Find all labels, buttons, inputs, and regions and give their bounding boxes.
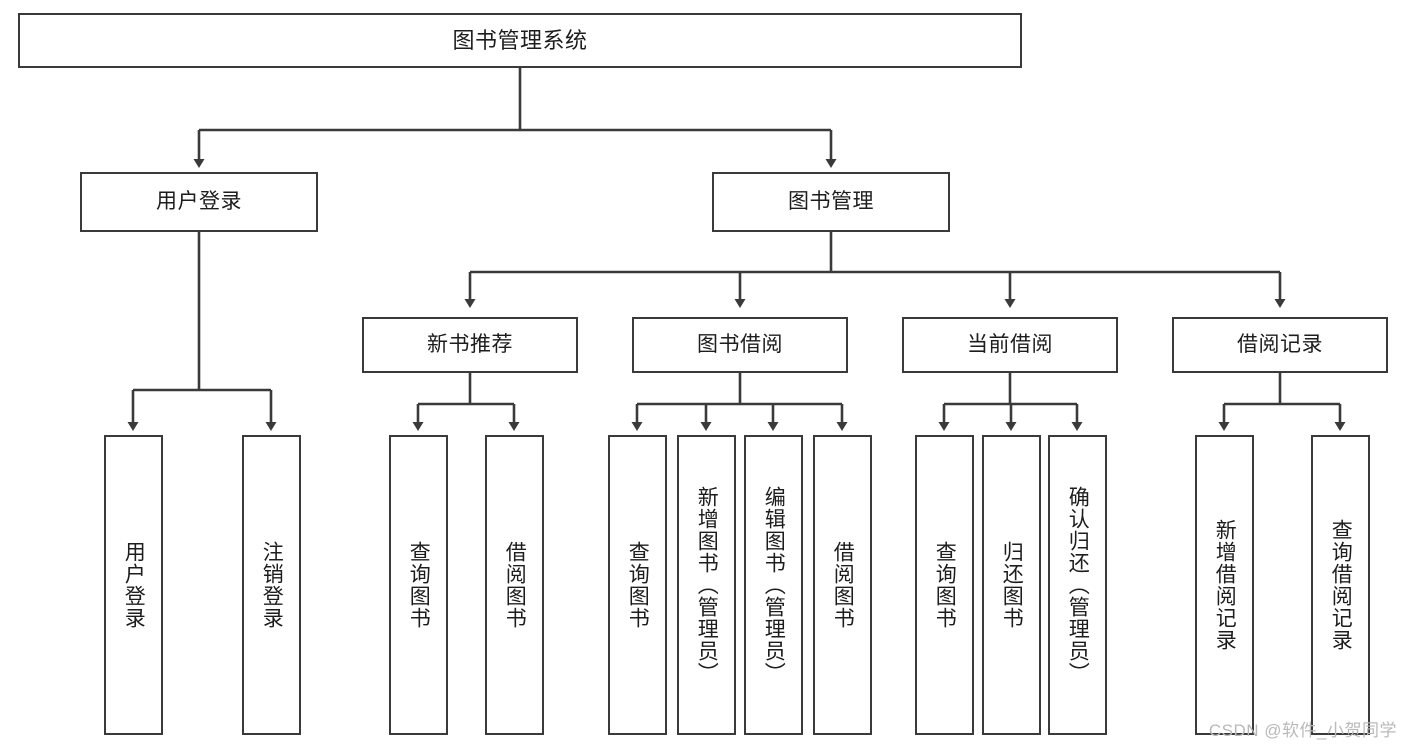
node-user-login[interactable]: 用户登录 (80, 172, 318, 232)
leaf-borrow-record-query[interactable]: 查询借阅记录 (1311, 435, 1370, 735)
leaf-current-borrow-query[interactable]: 查询图书 (915, 435, 974, 735)
node-label: 图书管理系统 (452, 27, 588, 53)
leaf-user-login-login[interactable]: 用户登录 (104, 435, 163, 735)
leaf-current-borrow-return[interactable]: 归还图书 (982, 435, 1041, 735)
node-label: 查询图书 (933, 541, 957, 629)
leaf-book-borrow-query[interactable]: 查询图书 (608, 435, 667, 735)
node-label: 查询图书 (407, 541, 431, 629)
node-label: 用户登录 (156, 189, 242, 213)
node-root-system[interactable]: 图书管理系统 (18, 13, 1022, 68)
node-label: 归还图书 (1000, 541, 1024, 629)
leaf-borrow-record-add[interactable]: 新增借阅记录 (1195, 435, 1254, 735)
node-label: 新增图书（管理员） (695, 486, 719, 684)
node-label: 借阅图书 (503, 541, 527, 629)
node-new-book-recommend[interactable]: 新书推荐 (362, 317, 578, 373)
node-label: 查询借阅记录 (1329, 519, 1353, 651)
node-label: 借阅记录 (1237, 332, 1323, 356)
leaf-new-book-borrow[interactable]: 借阅图书 (485, 435, 544, 735)
node-borrow-record[interactable]: 借阅记录 (1172, 317, 1388, 373)
node-label: 注销登录 (260, 541, 284, 629)
node-label: 图书管理 (788, 189, 874, 213)
node-label: 新增借阅记录 (1213, 519, 1237, 651)
node-label: 借阅图书 (831, 541, 855, 629)
watermark: CSDN @软件_小贺同学 (1208, 721, 1397, 740)
leaf-book-borrow-lend[interactable]: 借阅图书 (813, 435, 872, 735)
node-book-management[interactable]: 图书管理 (712, 172, 950, 232)
leaf-new-book-query[interactable]: 查询图书 (389, 435, 448, 735)
node-current-borrow[interactable]: 当前借阅 (902, 317, 1118, 373)
node-label: 查询图书 (626, 541, 650, 629)
node-label: 编辑图书（管理员） (762, 486, 786, 684)
node-label: 图书借阅 (697, 332, 783, 356)
node-label: 当前借阅 (967, 332, 1053, 356)
leaf-book-borrow-edit[interactable]: 编辑图书（管理员） (744, 435, 803, 735)
leaf-user-login-logout[interactable]: 注销登录 (242, 435, 301, 735)
node-label: 确认归还（管理员） (1066, 486, 1090, 684)
leaf-book-borrow-add[interactable]: 新增图书（管理员） (677, 435, 736, 735)
node-label: 新书推荐 (427, 332, 513, 356)
leaf-current-borrow-confirm-return[interactable]: 确认归还（管理员） (1048, 435, 1107, 735)
node-label: 用户登录 (122, 541, 146, 629)
node-book-borrow[interactable]: 图书借阅 (632, 317, 848, 373)
